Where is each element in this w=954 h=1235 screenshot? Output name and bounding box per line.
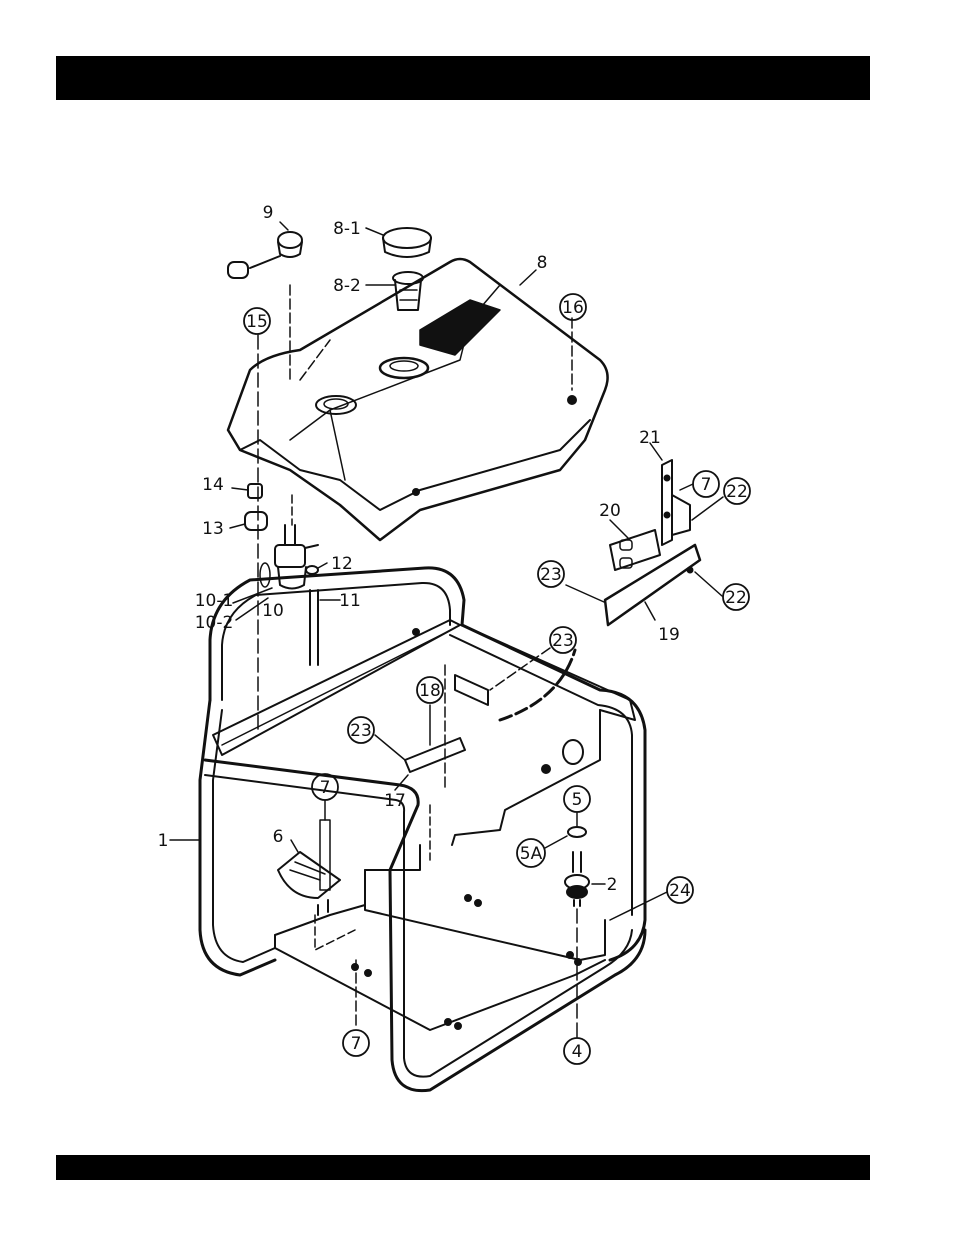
callout-7-top: 7 — [693, 471, 719, 497]
svg-text:5A: 5A — [520, 844, 543, 864]
fuel-tank — [228, 259, 608, 540]
callout-8-2: 8-2 — [333, 276, 361, 296]
callout-5: 5 — [564, 786, 590, 812]
callout-17: 17 — [384, 791, 406, 811]
svg-text:24: 24 — [669, 881, 691, 901]
vibration-mount — [565, 827, 589, 906]
callout-19: 19 — [658, 625, 680, 645]
callout-1: 1 — [158, 831, 169, 851]
svg-text:23: 23 — [540, 565, 562, 585]
callout-10-2: 10-2 — [195, 613, 234, 633]
svg-text:18: 18 — [419, 681, 441, 701]
callout-23-band: 23 — [550, 627, 576, 653]
svg-text:7: 7 — [351, 1034, 362, 1054]
bracket-6 — [278, 820, 340, 915]
fuel-hose — [310, 590, 318, 665]
svg-text:7: 7 — [701, 475, 712, 495]
callout-7-bottom: 7 — [343, 1030, 369, 1056]
fuel-gauge — [228, 232, 302, 278]
callout-13: 13 — [202, 519, 224, 539]
frame-assembly — [200, 568, 645, 1091]
callout-9: 9 — [263, 203, 274, 223]
callout-23-strap: 23 — [348, 717, 374, 743]
callout-24: 24 — [667, 877, 693, 903]
callout-23-bracket: 23 — [538, 561, 564, 587]
tank-brackets — [605, 460, 700, 625]
svg-text:5: 5 — [572, 790, 583, 810]
svg-text:7: 7 — [320, 778, 331, 798]
svg-text:4: 4 — [572, 1042, 583, 1062]
callout-21: 21 — [639, 428, 661, 448]
callout-20: 20 — [599, 501, 621, 521]
grommet-13 — [245, 512, 267, 530]
callout-22-bottom: 22 — [723, 584, 749, 610]
callout-18: 18 — [417, 677, 443, 703]
fuel-cap — [383, 228, 431, 257]
callout-4: 4 — [564, 1038, 590, 1064]
callout-2: 2 — [607, 875, 618, 895]
svg-text:23: 23 — [350, 721, 372, 741]
strap-17 — [405, 738, 465, 772]
hose-clip — [306, 566, 318, 574]
svg-text:15: 15 — [246, 312, 268, 332]
callout-8-1: 8-1 — [333, 219, 361, 239]
svg-text:16: 16 — [562, 298, 584, 318]
callout-15: 15 — [244, 308, 270, 334]
svg-text:22: 22 — [725, 588, 747, 608]
callout-16: 16 — [560, 294, 586, 320]
callout-7-bolt: 7 — [312, 774, 338, 800]
callout-10: 10 — [262, 601, 284, 621]
svg-text:22: 22 — [726, 482, 748, 502]
callout-12: 12 — [331, 554, 353, 574]
callout-22-top: 22 — [724, 478, 750, 504]
callout-11: 11 — [339, 591, 361, 611]
callout-10-1: 10-1 — [195, 591, 234, 611]
bushing-14 — [248, 484, 262, 498]
callout-14: 14 — [202, 475, 224, 495]
callout-6: 6 — [273, 827, 284, 847]
fuel-strainer — [393, 272, 423, 310]
callout-8: 8 — [537, 253, 548, 273]
svg-text:23: 23 — [552, 631, 574, 651]
callout-5A: 5A — [517, 839, 545, 867]
strap-23 — [455, 675, 488, 705]
